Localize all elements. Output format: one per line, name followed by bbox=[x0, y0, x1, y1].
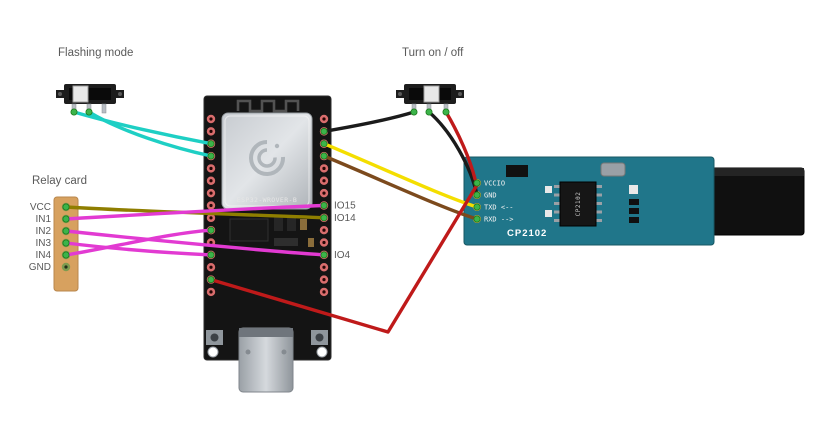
cp2102-chip-silkscreen: CP2102 bbox=[575, 192, 582, 217]
switch-screw-hole bbox=[58, 92, 62, 96]
power-switch bbox=[396, 84, 464, 114]
flashing-mode-switch bbox=[56, 84, 124, 114]
wire-relay-io14 bbox=[64, 205, 326, 220]
usb-connector bbox=[238, 327, 294, 393]
wire-flash-1 bbox=[72, 110, 213, 146]
mounting-hole bbox=[316, 346, 328, 358]
wires-yellow bbox=[322, 142, 479, 209]
wires-olive bbox=[64, 205, 326, 220]
relay-pin-label-in2: IN2 bbox=[35, 226, 51, 237]
chip-body bbox=[559, 181, 597, 227]
gpio-label-io14: IO14 bbox=[334, 213, 356, 224]
chip-icon bbox=[229, 218, 269, 242]
switch-screw-hole bbox=[458, 92, 462, 96]
esp32-silkscreen: ESP32-WROVER-B bbox=[237, 196, 297, 204]
usb-plug bbox=[711, 167, 805, 236]
switch-knob bbox=[423, 85, 440, 103]
gpio-label-io15: IO15 bbox=[334, 201, 356, 212]
usb-dimple bbox=[281, 349, 287, 355]
mounting-hole bbox=[207, 346, 219, 358]
wire-esp-txd bbox=[322, 142, 479, 209]
wires-red bbox=[209, 110, 479, 334]
turn-on-off-label: Turn on / off bbox=[402, 47, 464, 59]
relay-pin-label-vcc: VCC bbox=[30, 202, 51, 213]
switch-knob bbox=[72, 85, 89, 103]
relay-card-label: Relay card bbox=[32, 175, 87, 187]
cp2102-chip: CP2102 bbox=[554, 181, 602, 227]
wire-switch-esp bbox=[322, 110, 416, 134]
relay-pin-label-in4: IN4 bbox=[35, 250, 51, 261]
smd-capacitor bbox=[300, 219, 307, 230]
relay-pin-label-in3: IN3 bbox=[35, 238, 51, 249]
usb-plug-highlight bbox=[712, 168, 804, 176]
smd-component bbox=[629, 199, 639, 205]
antenna-trace bbox=[236, 99, 300, 113]
esp32-components bbox=[206, 216, 328, 358]
wires-brown bbox=[322, 154, 479, 221]
switch-pin bbox=[101, 103, 107, 114]
cp2102-pin-label-gnd: GND bbox=[484, 192, 497, 200]
espressif-logo-icon bbox=[249, 140, 286, 176]
solder-pad bbox=[545, 186, 552, 193]
smd-component bbox=[506, 165, 528, 177]
smd-component bbox=[274, 238, 298, 246]
solder-pad bbox=[629, 185, 638, 194]
smd-component bbox=[629, 208, 639, 214]
relay-pin-label-gnd: GND bbox=[29, 262, 51, 273]
solder-pad bbox=[545, 210, 552, 217]
smd-component bbox=[274, 216, 283, 231]
wire-power-v bbox=[209, 183, 479, 334]
button-en-cap bbox=[210, 333, 219, 342]
esp32-board: ESP32-WROVER-B bbox=[203, 95, 332, 393]
button-boot-cap bbox=[315, 333, 324, 342]
cp2102-pin-label-vccio: VCCIO bbox=[484, 180, 505, 188]
switch-screw-hole bbox=[118, 92, 122, 96]
usb-connector-band bbox=[239, 328, 293, 337]
relay-pin-labels: VCC IN1 IN2 IN3 IN4 GND bbox=[29, 202, 52, 273]
wire-relay-3 bbox=[64, 241, 213, 257]
cp2102-adapter: VCCIO GND TXD <-- RXD --> CP2102 CP2102 bbox=[463, 156, 805, 246]
gpio-labels: IO15 IO14 IO4 bbox=[334, 201, 356, 261]
cp2102-components bbox=[506, 162, 639, 223]
wires-cyan bbox=[72, 110, 213, 158]
wire-relay-4 bbox=[64, 228, 213, 257]
smd-component bbox=[287, 216, 296, 231]
wire-relay-io15 bbox=[64, 203, 326, 221]
wires-magenta bbox=[64, 203, 326, 257]
wire-esp-rxd bbox=[322, 154, 479, 221]
cp2102-pin-label-rxd: RXD --> bbox=[484, 216, 514, 224]
esp32-module-shield bbox=[221, 112, 313, 210]
cp2102-pin-label-txd: TXD <-- bbox=[484, 204, 514, 212]
switch-screw-hole bbox=[398, 92, 402, 96]
relay-pin-label-in1: IN1 bbox=[35, 214, 51, 225]
wire-flash-2 bbox=[87, 110, 213, 158]
shield-inner-line bbox=[224, 115, 310, 207]
connection-dots bbox=[62, 108, 481, 284]
wire-relay-io4 bbox=[64, 229, 326, 257]
crystal-icon bbox=[600, 162, 626, 177]
cp2102-board-silkscreen: CP2102 bbox=[507, 228, 547, 239]
wires bbox=[64, 110, 479, 334]
wire-switch-vccio bbox=[444, 110, 477, 181]
gpio-label-io4: IO4 bbox=[334, 250, 351, 261]
smd-component bbox=[629, 217, 639, 223]
usb-dimple bbox=[245, 349, 251, 355]
cp2102-silkscreen-pin-labels: VCCIO GND TXD <-- RXD --> bbox=[484, 180, 514, 224]
flashing-mode-label: Flashing mode bbox=[58, 47, 133, 59]
smd-capacitor bbox=[308, 238, 314, 247]
